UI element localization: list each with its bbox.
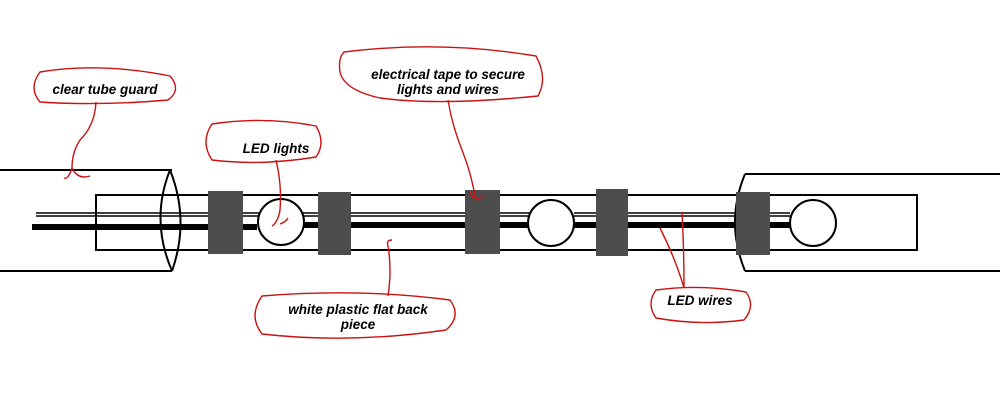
electrical-tape-bands xyxy=(208,189,770,256)
led-light xyxy=(527,199,575,247)
tape-band xyxy=(318,192,351,255)
pointer-white-plastic xyxy=(386,239,393,297)
pointer-led-lights xyxy=(271,159,289,227)
pointer-electrical-tape xyxy=(447,99,485,203)
label-clear-tube-guard: clear tube guard xyxy=(52,82,158,97)
left-tube-guard xyxy=(0,169,182,272)
label-led-lights: LED lights xyxy=(243,141,310,156)
led-light xyxy=(789,199,837,247)
thick-wire xyxy=(32,222,790,230)
tape-band xyxy=(596,189,628,256)
label-white-plastic-line2: piece xyxy=(340,317,376,332)
led-light xyxy=(257,198,305,246)
bubble-clear-tube-guard xyxy=(33,67,177,105)
white-plastic-back-piece xyxy=(95,194,918,251)
led-lights xyxy=(257,198,837,247)
label-white-plastic-line1: white plastic flat back xyxy=(288,302,429,317)
bubble-electrical-tape xyxy=(338,46,544,103)
bubble-led-wires xyxy=(650,286,752,324)
label-electrical-tape-line1: electrical tape to secure xyxy=(371,67,525,82)
label-electrical-tape-line2: lights and wires xyxy=(397,82,500,97)
thin-wires xyxy=(36,212,790,217)
tape-band xyxy=(208,191,243,254)
label-led-wires: LED wires xyxy=(667,293,733,308)
bubble-white-plastic xyxy=(254,292,456,339)
pointer-led-wires xyxy=(659,211,685,289)
tape-band xyxy=(736,192,770,255)
bubble-led-lights xyxy=(205,119,322,164)
annotations xyxy=(33,46,752,339)
pointer-clear-tube-guard xyxy=(63,101,97,179)
tape-band xyxy=(465,190,500,254)
